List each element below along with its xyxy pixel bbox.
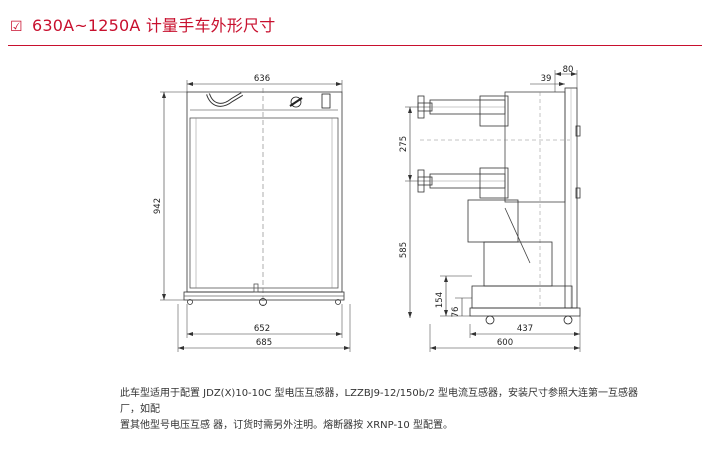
dim-154: 154 bbox=[435, 292, 445, 308]
dim-942: 942 bbox=[153, 198, 163, 214]
dim-275: 275 bbox=[399, 136, 409, 152]
header-divider bbox=[8, 45, 702, 46]
dim-652: 652 bbox=[254, 324, 270, 334]
dim-80: 80 bbox=[563, 65, 574, 75]
dim-600: 600 bbox=[497, 338, 513, 348]
dim-685: 685 bbox=[256, 338, 272, 348]
dim-636: 636 bbox=[254, 74, 270, 84]
note-line-2: 置其他型号电压互感 器，订货时需另外注明。熔断器按 XRNP-10 型配置。 bbox=[120, 420, 453, 431]
dim-437: 437 bbox=[517, 324, 533, 334]
dim-585: 585 bbox=[399, 242, 409, 258]
dimension-drawing: 636 942 652 685 bbox=[153, 65, 581, 352]
note-line-1: 此车型适用于配置 JDZ(X)10-10C 型电压互感器，LZZBJ9-12/1… bbox=[120, 388, 639, 415]
front-view: 636 942 652 685 bbox=[153, 74, 351, 352]
side-view: 80 39 275 585 154 76 437 bbox=[399, 65, 581, 352]
dim-76: 76 bbox=[451, 307, 461, 318]
dim-39: 39 bbox=[541, 74, 552, 84]
header: ☑ 630A~1250A 计量手车外形尺寸 bbox=[0, 0, 710, 48]
description-note: 此车型适用于配置 JDZ(X)10-10C 型电压互感器，LZZBJ9-12/1… bbox=[120, 386, 640, 434]
checkbox-checked-icon: ☑ bbox=[10, 19, 23, 35]
page-title: 630A~1250A 计量手车外形尺寸 bbox=[32, 16, 276, 35]
